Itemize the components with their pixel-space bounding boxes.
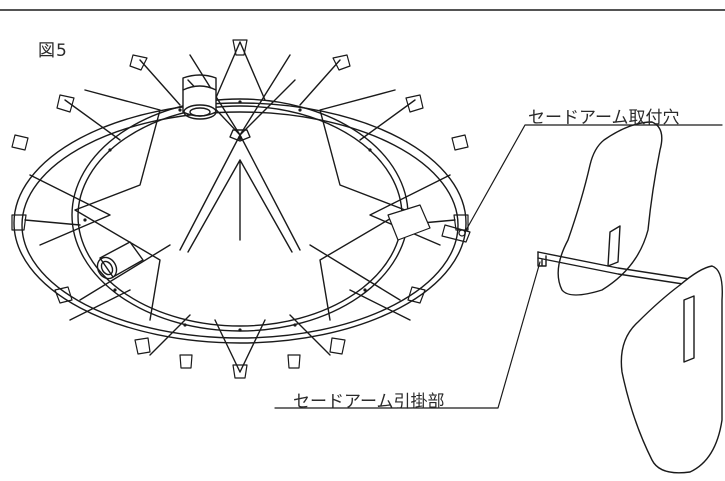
left-arms	[29, 89, 171, 321]
chandelier-frame	[11, 39, 471, 379]
leader-mount-hole	[464, 124, 723, 233]
rivet-dots	[83, 100, 397, 332]
right-arms	[309, 89, 451, 321]
callout-shade-arm-mount-hole: セードアーム取付穴	[528, 108, 680, 128]
shade-leaf-lower	[620, 265, 723, 474]
lamp-socket-top	[182, 74, 217, 120]
mount-hole-detail	[387, 204, 471, 243]
callout-shade-arm-hook: セードアーム引掛部	[293, 392, 445, 412]
figure-label: 図5	[38, 41, 68, 61]
outer-ring-inner-edge	[21, 111, 459, 339]
shade-arm	[537, 121, 723, 474]
shade-leaf-upper	[557, 121, 663, 296]
leader-lines	[274, 124, 723, 409]
arm-hook	[537, 251, 547, 267]
leader-hook	[274, 261, 541, 409]
lamp-socket-left	[96, 241, 144, 280]
lower-spokes	[179, 134, 301, 253]
perimeter-brackets	[11, 39, 469, 379]
arm-rod	[537, 251, 697, 287]
